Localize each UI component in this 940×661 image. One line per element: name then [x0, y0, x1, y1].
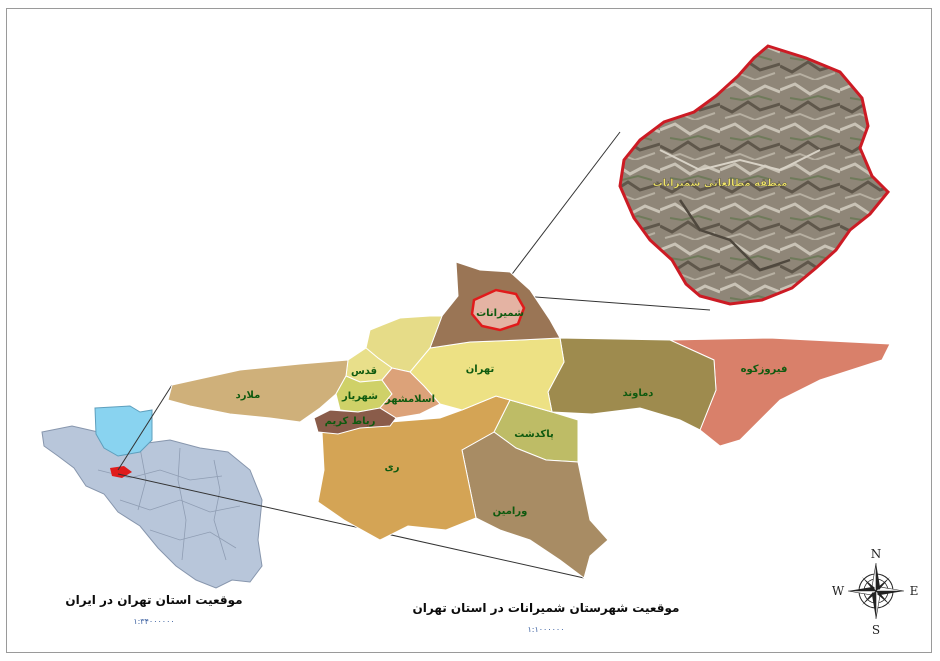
- province-map-title: موقعیت شهرستان شمیرانات در استان تهران: [413, 601, 680, 616]
- county-labels: شمیرانات تهران قدس شهریار اسلامشهر رباط …: [236, 308, 788, 517]
- label-qods: قدس: [351, 366, 377, 377]
- compass-e: E: [910, 584, 919, 598]
- label-shemiranat: شمیرانات: [476, 308, 524, 319]
- connector-lines: [117, 131, 711, 579]
- study-area-inset: منطقه مطالعاتی شمیرانات: [618, 44, 891, 306]
- county-rey: [317, 395, 511, 541]
- tehran-province-highlight: [110, 466, 132, 478]
- study-area-label: منطقه مطالعاتی شمیرانات: [653, 178, 788, 189]
- tehran-province-inset: [94, 405, 153, 457]
- label-rey: ری: [385, 462, 400, 473]
- province-map-scale: ۱:۱۰۰۰۰۰۰: [527, 625, 564, 634]
- compass-n: N: [871, 547, 882, 561]
- county-damavand: [547, 337, 717, 431]
- label-pakdasht: پاکدشت: [514, 429, 554, 440]
- label-tehran: تهران: [466, 364, 495, 375]
- label-varamin: ورامین: [493, 506, 528, 517]
- label-malard: ملارد: [236, 390, 261, 401]
- label-robat-karim: رباط کریم: [325, 416, 376, 427]
- compass-s: S: [872, 623, 880, 637]
- compass-w: W: [832, 584, 845, 598]
- iran-outline: [41, 425, 263, 589]
- tehran-province-map: [167, 261, 891, 579]
- iran-inset-map: [41, 405, 263, 589]
- compass-rose-icon: N S E W: [832, 547, 919, 637]
- label-firuzkuh: فیروزکوه: [741, 364, 788, 375]
- county-varamin: [461, 431, 609, 579]
- county-robat-karim: [313, 407, 397, 435]
- iran-inset-scale: ۱:۳۴۰۰۰۰۰۰: [133, 617, 174, 626]
- county-malard: [167, 359, 349, 423]
- label-damavand: دماوند: [623, 388, 654, 399]
- county-eslamshahr: [379, 367, 441, 419]
- county-shemiranat: [470, 288, 526, 332]
- iran-inset-title: موقعیت استان تهران در ایران: [65, 593, 242, 608]
- label-eslamshahr: اسلامشهر: [384, 394, 435, 405]
- label-shahriar: شهریار: [341, 391, 378, 402]
